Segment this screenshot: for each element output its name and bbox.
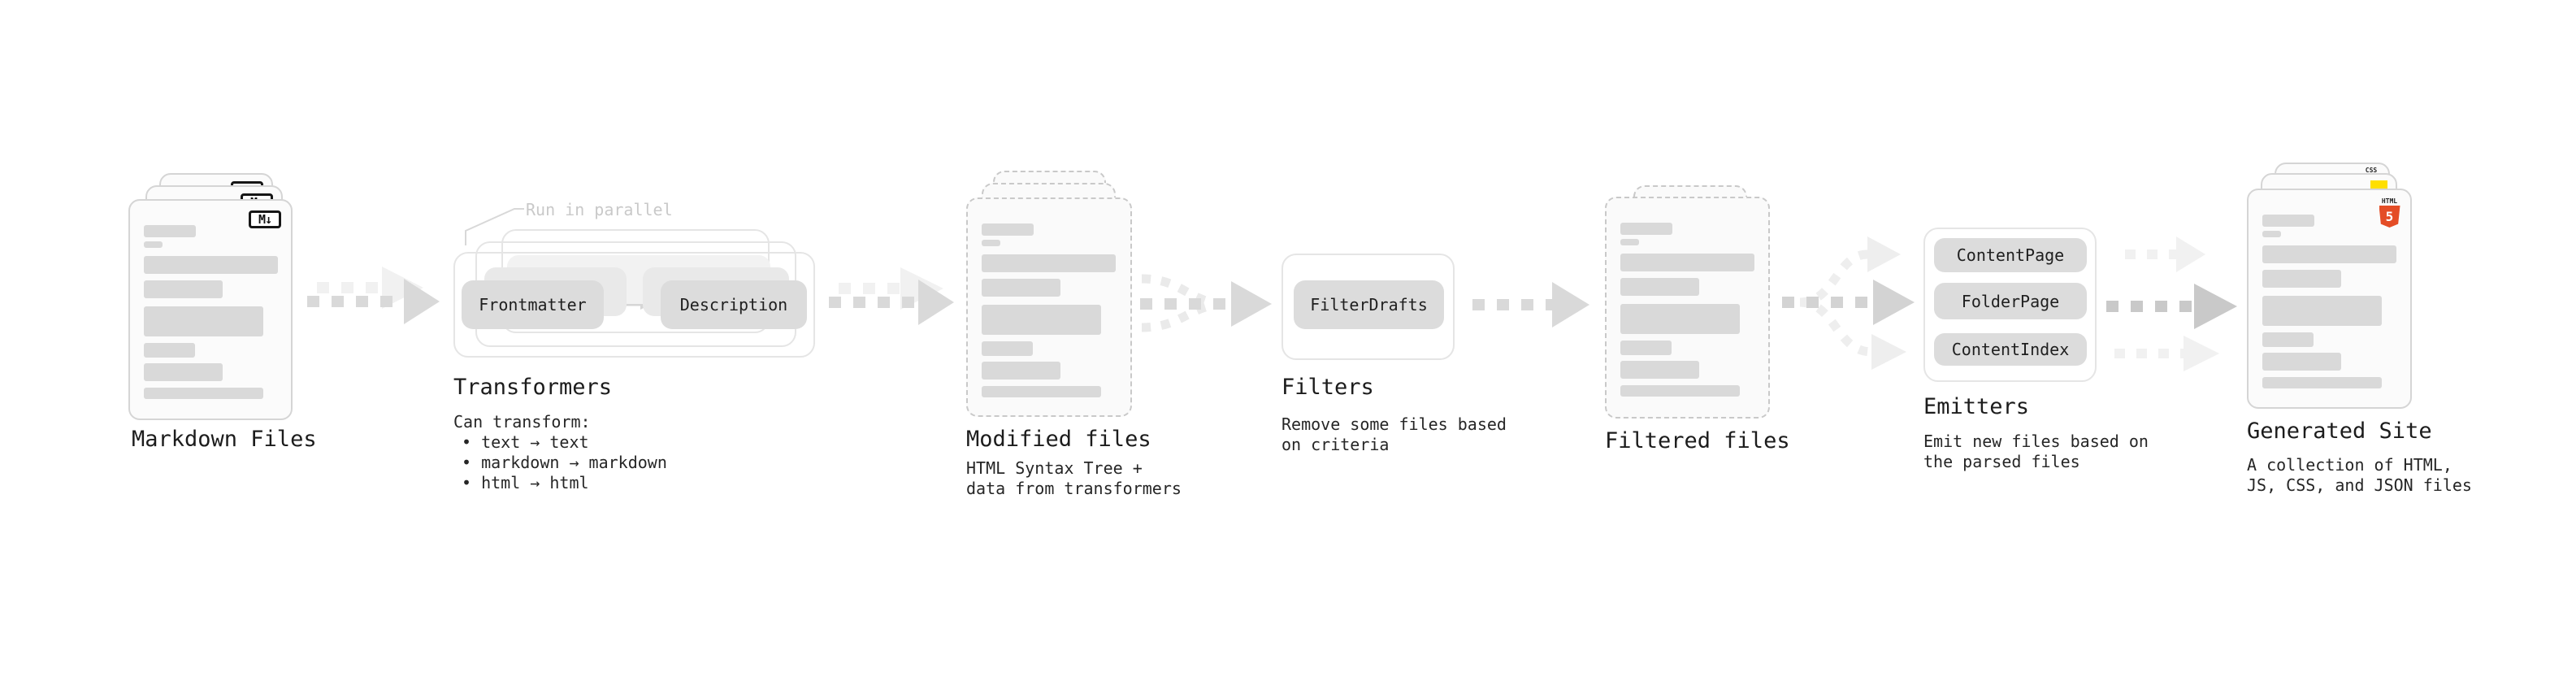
arrow-modified-to-filters-fanin xyxy=(1140,274,1272,332)
emitter-pill-contentindex: ContentIndex xyxy=(1934,333,2087,366)
text-line: Emit new files based on xyxy=(1923,432,2149,451)
transformer-pill-description: Description xyxy=(661,280,807,329)
arrow-filters-to-filtered xyxy=(1472,282,1589,327)
modified-files-description: HTML Syntax Tree + data from transformer… xyxy=(966,458,1182,499)
filters-description: Remove some files based on criteria xyxy=(1281,414,1507,455)
text-line: • html → html xyxy=(462,473,589,492)
filtered-file-card xyxy=(1605,197,1770,419)
file-text-placeholder-bars xyxy=(2262,215,2396,388)
arrow-emitters-to-site-bottom xyxy=(2114,336,2219,371)
arrow-markdown-to-transformers-ghost xyxy=(317,267,423,309)
transformer-box-front xyxy=(453,252,815,358)
site-file-card-html: HTML 5 xyxy=(2247,189,2412,409)
modified-files-label: Modified files xyxy=(966,427,1151,452)
modified-file-card xyxy=(966,197,1132,417)
html5-logo-icon: HTML 5 xyxy=(2379,197,2400,228)
generated-site-description: A collection of HTML, JS, CSS, and JSON … xyxy=(2247,455,2472,496)
text-line: data from transformers xyxy=(966,479,1182,498)
file-text-placeholder-bars xyxy=(982,223,1117,397)
filter-pill-filterdrafts: FilterDrafts xyxy=(1294,280,1444,329)
arrow-emitters-to-site-top xyxy=(2125,236,2205,272)
text-line: HTML Syntax Tree + xyxy=(966,458,1143,478)
text-line: on criteria xyxy=(1281,435,1390,454)
file-text-placeholder-bars xyxy=(144,225,278,399)
file-text-placeholder-bars xyxy=(1620,223,1754,397)
filters-label: Filters xyxy=(1281,375,1374,400)
arrow-markdown-to-transformers xyxy=(307,279,440,324)
arrow-emitters-to-site-middle xyxy=(2106,284,2237,329)
emitter-pill-contentpage: ContentPage xyxy=(1934,238,2087,272)
transformers-description: Can transform: • text → text • markdown … xyxy=(453,412,667,493)
filtered-files-label: Filtered files xyxy=(1605,428,1790,453)
arrow-transformers-to-modified xyxy=(829,280,954,325)
markdown-file-card: M↓ xyxy=(128,199,293,420)
text-line: • markdown → markdown xyxy=(462,453,667,472)
arrow-transformers-to-modified-ghost xyxy=(839,267,943,310)
emitter-pill-folderpage: FolderPage xyxy=(1934,283,2087,319)
text-line: A collection of HTML, xyxy=(2247,455,2452,475)
text-line: the parsed files xyxy=(1923,452,2080,471)
emitters-label: Emitters xyxy=(1923,394,2030,419)
transformer-pill-frontmatter: Frontmatter xyxy=(462,280,604,329)
emitters-description: Emit new files based on the parsed files xyxy=(1923,432,2149,472)
transformers-label: Transformers xyxy=(453,375,613,400)
run-in-parallel-note: Run in parallel xyxy=(526,200,673,219)
text-line: JS, CSS, and JSON files xyxy=(2247,475,2472,495)
text-line: • text → text xyxy=(462,432,589,452)
markdown-icon: M↓ xyxy=(249,210,281,228)
generated-site-label: Generated Site xyxy=(2247,419,2432,444)
text-line: Remove some files based xyxy=(1281,414,1507,434)
markdown-files-label: Markdown Files xyxy=(132,427,317,452)
emitters-box xyxy=(1923,228,2097,382)
text-line: Can transform: xyxy=(453,412,591,432)
filters-box xyxy=(1281,254,1455,360)
arrow-filtered-to-emitters-fanout xyxy=(1782,236,1915,370)
